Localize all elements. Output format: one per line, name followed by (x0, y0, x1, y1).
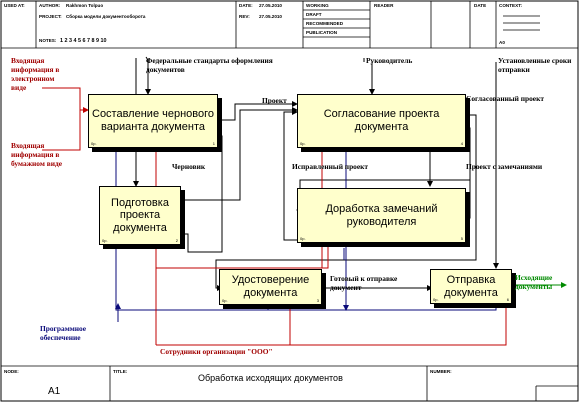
employees-label: Сотрудники организации "ООО" (160, 347, 273, 356)
ready-for-sending-label: Готовый к отправке документ (330, 274, 398, 292)
activity-box-1-number: 1 (212, 141, 215, 147)
project-remarks-label: Проект с замечаниями (466, 162, 543, 171)
project-label-arrow: Проект (262, 96, 287, 105)
employees-line (155, 244, 329, 345)
date-label: DATE: (239, 3, 253, 8)
manager-label: Руководитель (366, 56, 413, 65)
status-draft: DRAFT (306, 12, 322, 17)
activity-box-3-cost: 0р. (222, 298, 228, 304)
activity-box-2-cost: 0р. (102, 238, 108, 244)
outgoing-documents-label: Исходящие документы (515, 273, 553, 291)
project-arrow (218, 101, 298, 121)
activity-box-1[interactable]: Составление чернового варианта документа… (88, 94, 218, 148)
notes-label: NOTES: (39, 38, 57, 43)
status-recommended: RECOMMENDED (306, 21, 344, 26)
notes-value: 1 2 3 4 5 6 7 8 9 10 (60, 38, 107, 44)
activity-box-5[interactable]: Доработка замечаний руководителя 0р. 5 (297, 188, 466, 243)
corrected-project-label: Исправленный проект (292, 162, 369, 171)
node-value: A1 (48, 386, 61, 397)
reader-date-label: DATE (474, 3, 487, 8)
header-grid (1, 1, 578, 49)
status-publication: PUBLICATION (306, 30, 338, 35)
number-label: NUMBER: (430, 369, 452, 374)
federal-standards-label: Федеральные стандарты оформления докумен… (146, 56, 273, 74)
activity-box-5-number: 5 (460, 236, 463, 242)
rev-label: REV: (239, 14, 250, 19)
activity-box-6-cost: 0р. (433, 297, 439, 303)
activity-box-6[interactable]: Отправка документа 0р. 6 (430, 269, 512, 304)
input-electronic-label: Входящая информация в электронном виде (11, 56, 60, 92)
draft-label: Черновик (172, 162, 206, 171)
activity-box-1-cost: 0р. (91, 141, 97, 147)
activity-box-4-label: Согласование проекта документа (323, 108, 440, 133)
activity-box-4-number: 4 (460, 141, 463, 147)
activity-box-6-number: 6 (506, 297, 509, 303)
author-label: AUTHOR: (39, 3, 61, 8)
title-value: Обработка исходящих документов (198, 373, 343, 383)
input-paper-line (42, 110, 81, 151)
activity-box-6-label: Отправка документа (444, 273, 498, 299)
rev-value: 27.05.2010 (259, 14, 282, 19)
context-label: CONTEXT: (499, 3, 522, 8)
author-value: Rakhmon Tolpuo (66, 3, 104, 8)
corrected-project-arrow (283, 109, 300, 241)
established-terms-label: Установленные сроки отправки (498, 56, 572, 74)
activity-box-4-cost: 0р. (300, 141, 306, 147)
activity-box-3-label: Удостоверение документа (231, 274, 310, 299)
activity-box-5-label: Доработка замечаний руководителя (325, 202, 438, 228)
used-at-label: USED AT: (4, 3, 25, 8)
activity-box-3[interactable]: Удостоверение документа 0р. 3 (219, 269, 322, 305)
footer-grid (1, 365, 578, 401)
context-code: A0 (499, 40, 505, 45)
node-label: NODE: (4, 369, 19, 374)
activity-box-1-label: Составление чернового варианта документа (92, 108, 214, 133)
reader-label: READER (374, 3, 394, 8)
activity-box-2-label: Подготовка проекта документа (111, 196, 169, 234)
activity-box-2[interactable]: Подготовка проекта документа 0р. 2 (99, 186, 181, 245)
software-label: Программное обеспечение (40, 324, 87, 342)
title-label: TITLE: (113, 369, 128, 374)
activity-box-2-number: 2 (175, 238, 178, 244)
activity-box-5-cost: 0р. (300, 236, 306, 242)
agreed-project-label: Согласованный проект (466, 94, 544, 103)
project-value: Сборка модели документооборота (66, 14, 146, 19)
project-label: PROJECT: (39, 14, 62, 19)
draft-arrow (180, 107, 298, 201)
activity-box-4[interactable]: Согласование проекта документа 0р. 4 (297, 94, 466, 148)
input-paper-label: Входящая информация в бумажном виде (11, 141, 63, 168)
activity-box-3-number: 3 (316, 298, 319, 304)
date-value: 27.05.2010 (259, 3, 282, 8)
status-working: WORKING (306, 3, 329, 8)
